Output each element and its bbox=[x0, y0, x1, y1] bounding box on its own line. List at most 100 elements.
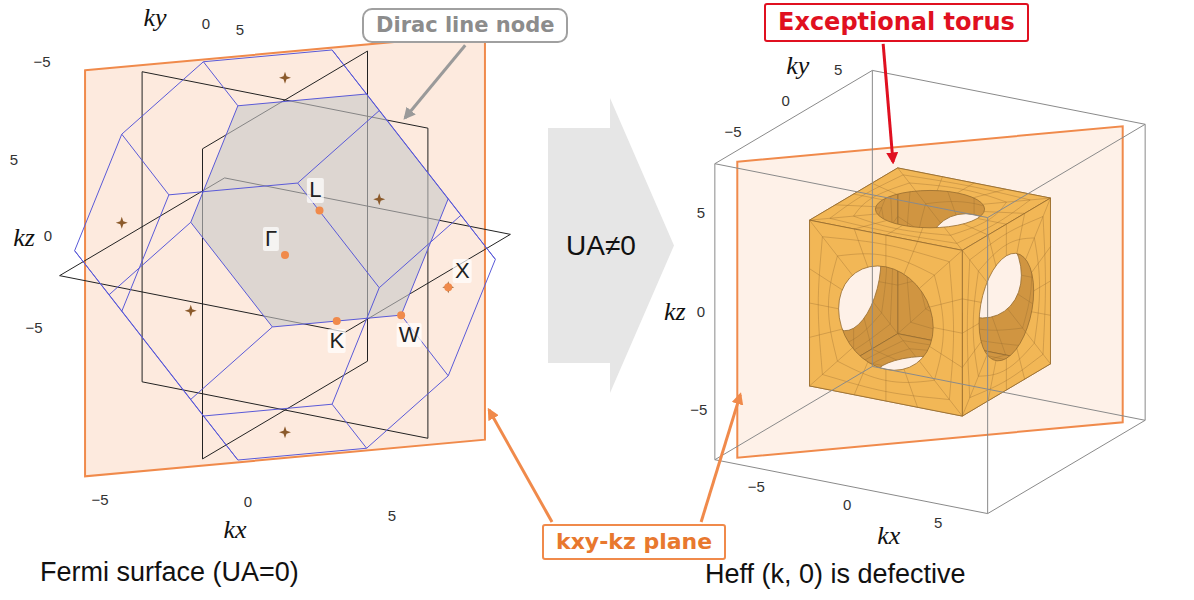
node-marker bbox=[279, 426, 291, 438]
kxy-kz-plane bbox=[737, 126, 1122, 457]
node-marker bbox=[185, 305, 197, 317]
callout-box: Dirac line node bbox=[362, 8, 568, 43]
bz-edge bbox=[122, 62, 204, 134]
bz-edge bbox=[75, 134, 122, 250]
symmetry-point-dot bbox=[444, 283, 452, 291]
high-symmetry-points bbox=[281, 206, 452, 325]
box-edge bbox=[1145, 124, 1146, 420]
bz-edge bbox=[238, 448, 367, 460]
axis-label: kz bbox=[13, 224, 35, 253]
bounding-box bbox=[715, 70, 1145, 513]
symmetry-point-dot bbox=[315, 206, 323, 214]
symmetry-point-label: K bbox=[327, 329, 346, 353]
bz-edge bbox=[75, 251, 122, 312]
brillouin-zone-wireframe bbox=[75, 50, 496, 460]
node-marker bbox=[116, 217, 128, 229]
kxy-kz-plane bbox=[85, 34, 485, 477]
bz-edge bbox=[367, 376, 449, 448]
fermi-surface-plot bbox=[60, 34, 511, 477]
bz-edge bbox=[448, 259, 495, 375]
bz-edge bbox=[109, 222, 191, 294]
axis-label: ky bbox=[786, 51, 809, 80]
bz-edge bbox=[332, 50, 366, 94]
callout-text: kxy-kz plane bbox=[556, 529, 712, 555]
symmetry-point-dot bbox=[397, 311, 405, 319]
bz-edge bbox=[298, 111, 380, 183]
symmetry-point-dot bbox=[281, 251, 289, 259]
callout-text: Exceptional torus bbox=[778, 8, 1015, 37]
bz-edge bbox=[203, 50, 332, 62]
bz-edge bbox=[169, 183, 298, 195]
axis-label: kx bbox=[877, 521, 900, 550]
node-marker bbox=[373, 193, 385, 205]
exceptional-torus-plot bbox=[715, 70, 1145, 513]
node-marker bbox=[279, 72, 291, 84]
hexagonal-face bbox=[191, 94, 448, 327]
tick-label: −5 bbox=[725, 124, 742, 141]
leader-arrow bbox=[489, 410, 552, 522]
bz-edge bbox=[379, 215, 461, 287]
box-edge bbox=[715, 460, 988, 514]
leader-arrow bbox=[405, 45, 465, 118]
bz-edge bbox=[332, 404, 366, 448]
tick-label: 0 bbox=[843, 496, 851, 513]
tick-label: 0 bbox=[697, 303, 705, 320]
bz-edge bbox=[122, 311, 204, 416]
symmetry-point-label: W bbox=[397, 323, 422, 347]
symmetry-point-label: X bbox=[453, 259, 472, 283]
tick-label: −5 bbox=[748, 478, 765, 495]
symmetry-point-label: Γ bbox=[263, 227, 279, 251]
callout-box: Exceptional torus bbox=[764, 3, 1029, 42]
axis-label: ky bbox=[143, 4, 166, 33]
axis-label: kz bbox=[664, 297, 686, 326]
box-edge bbox=[715, 366, 873, 459]
arrow-shape: UA≠0 bbox=[548, 98, 674, 393]
tick-label: 0 bbox=[44, 228, 52, 245]
bz-edge bbox=[203, 404, 332, 416]
line-node-markers bbox=[116, 72, 454, 438]
arrow-body bbox=[548, 98, 674, 393]
symmetry-point-dot bbox=[333, 317, 341, 325]
bz-edge bbox=[191, 222, 273, 327]
node-marker bbox=[442, 281, 454, 293]
box-edge bbox=[872, 366, 1145, 420]
tick-label: 5 bbox=[236, 22, 244, 39]
tick-label: 5 bbox=[388, 508, 396, 525]
condition-label: UA≠0 bbox=[566, 229, 636, 263]
tick-label: 5 bbox=[697, 205, 705, 222]
leader-lines bbox=[405, 44, 893, 522]
box-edge bbox=[872, 70, 873, 366]
bz-edge bbox=[448, 199, 495, 260]
bz-edge bbox=[191, 327, 273, 399]
callout-box: kxy-kz plane bbox=[542, 524, 726, 560]
box-edge bbox=[987, 218, 988, 514]
tick-label: 5 bbox=[10, 152, 18, 169]
bz-edge bbox=[122, 134, 169, 195]
bz-edge bbox=[272, 315, 401, 327]
axis-label: kx bbox=[223, 516, 246, 545]
bz-edge bbox=[122, 195, 169, 311]
leader-arrow bbox=[883, 44, 893, 162]
tick-label: 0 bbox=[202, 16, 210, 33]
tick-label: 5 bbox=[934, 514, 942, 531]
tick-label: −5 bbox=[25, 320, 42, 337]
panel-caption: Heff (k, 0) is defective bbox=[705, 560, 966, 590]
bz-edge bbox=[203, 62, 237, 106]
tick-label: −5 bbox=[33, 54, 50, 71]
tick-label: 5 bbox=[834, 62, 842, 79]
box-edge bbox=[715, 70, 873, 163]
box-edge bbox=[714, 164, 715, 460]
bz-edge bbox=[238, 94, 367, 106]
tick-label: 0 bbox=[244, 494, 252, 511]
bz-edge bbox=[203, 416, 237, 460]
bz-edge bbox=[367, 94, 449, 199]
box-edge bbox=[988, 420, 1146, 513]
callout-text: Dirac line node bbox=[376, 13, 554, 38]
panel-caption: Fermi surface (UA=0) bbox=[40, 558, 299, 588]
symmetry-point-label: L bbox=[307, 178, 323, 202]
tick-label: 0 bbox=[781, 93, 789, 110]
tick-label: −5 bbox=[91, 492, 108, 509]
box-edge bbox=[988, 124, 1146, 217]
bz-edge bbox=[401, 199, 448, 315]
